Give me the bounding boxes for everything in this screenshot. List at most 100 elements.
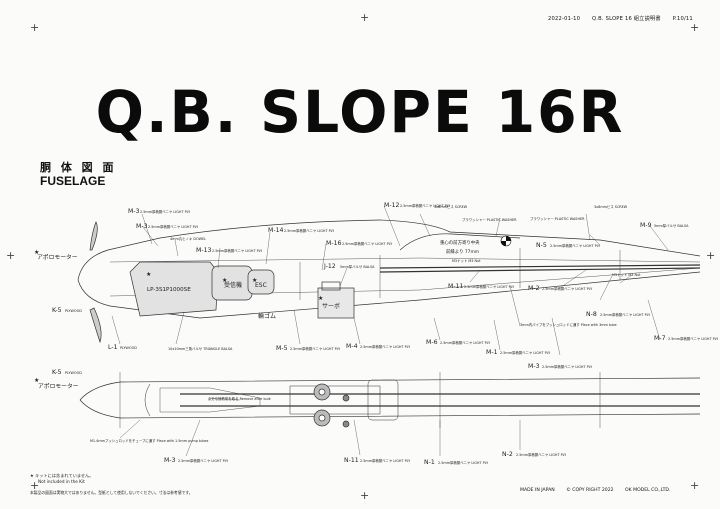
label-bottom-m3-sub: 2.5mm厚積層ベニヤ LIGHT PLY xyxy=(178,458,229,463)
star-icon: ★ xyxy=(252,277,257,284)
label-servo: サーボ xyxy=(322,302,340,310)
page-title: Q.B. SLOPE 16R xyxy=(95,78,625,146)
legend-en: Not included in the Kit xyxy=(38,479,85,484)
label-bottom-m3: M-3 xyxy=(164,457,176,464)
label-bottom-k5: K-5 xyxy=(52,369,62,376)
plan-bottom-edge xyxy=(79,399,701,419)
footer-maker: OK MODEL CO.,LTD. xyxy=(625,488,671,493)
label-m12-sub: 2.5mm厚積層ベニヤ LIGHT PLY xyxy=(400,203,451,208)
footer-copyright: © COPY RIGHT 2022 xyxy=(566,488,614,493)
section-title-jp: 胴 体 図 面 xyxy=(40,161,117,174)
label-bottom-k5-sub: PLYWOOD xyxy=(65,371,82,375)
label-bottom-n11-sub: 2.5mm厚積層ベニヤ LIGHT PLY xyxy=(360,458,411,463)
footer-made: MADE IN JAPAN xyxy=(520,488,555,493)
label-screw: 3x8mmビス SCREW xyxy=(434,204,468,209)
servo-box xyxy=(317,287,355,319)
label-m2: M-2 xyxy=(528,285,540,292)
label-m11-sub: 2.5mm厚積層ベニヤ LIGHT PLY xyxy=(464,284,515,289)
label-bottom-n1-sub: 2.5mm厚積層ベニヤ LIGHT PLY xyxy=(438,460,489,465)
label-m7: M-7 xyxy=(654,335,666,342)
label-esc: ESC xyxy=(255,282,267,289)
label-m12: M-12 xyxy=(384,202,400,209)
label-lipo: LP-3S1P1000SE xyxy=(147,287,191,293)
registration-mark-icon: + xyxy=(360,489,370,502)
cg-mark-icon xyxy=(500,235,512,247)
label-n8: N-8 xyxy=(586,311,597,318)
label-nut2: M3ナット M3 Nut xyxy=(612,272,641,277)
label-m3b-sub: 2.5mm厚積層ベニヤ LIGHT PLY xyxy=(148,224,199,229)
label-m14-sub: 2.5mm厚積層ベニヤ LIGHT PLY xyxy=(284,228,335,233)
label-m1: M-1 xyxy=(486,349,498,356)
label-triangle: 10x10mm三角バルサ TRIANGLE BALSA xyxy=(168,346,233,351)
star-icon: ★ xyxy=(34,377,39,384)
label-k5: K-5 xyxy=(52,307,62,314)
label-nut: M3ナット M3 Nut xyxy=(452,258,481,263)
star-icon: ★ xyxy=(34,249,39,256)
registration-mark-icon: + xyxy=(30,21,40,34)
footer: MADE IN JAPAN © COPY RIGHT 2022 OK MODEL… xyxy=(520,488,680,493)
legend: ★ キットには含まれていません。 Not included in the Kit xyxy=(30,473,93,484)
registration-mark-icon: + xyxy=(706,249,716,262)
registration-mark-icon: + xyxy=(690,479,700,492)
label-m3a: M-3 xyxy=(128,208,140,215)
label-n8-sub: 2.5mm厚積層ベニヤ LIGHT PLY xyxy=(600,312,651,317)
label-m16: M-16 xyxy=(326,240,342,247)
label-apollo-motor: アポロモーター xyxy=(37,253,78,261)
label-k5-sub: PLYWOOD xyxy=(65,309,82,313)
plan-top-edge xyxy=(79,377,701,401)
label-washer1: プラワッシャー PLASTIC WASHER xyxy=(462,217,517,222)
label-m6: M-6 xyxy=(426,339,438,346)
registration-mark-icon: + xyxy=(690,21,700,34)
label-m13-sub: 2.5mm厚積層ベニヤ LIGHT PLY xyxy=(212,248,263,253)
legend-jp: キットには含まれていません。 xyxy=(35,473,94,478)
label-screw2: 3x8mmビス SCREW xyxy=(594,204,628,209)
header-page: P.10/11 xyxy=(672,16,693,22)
star-icon: ★ xyxy=(146,271,151,278)
fuselage-top-outline xyxy=(77,219,701,281)
label-dowel: 4mm丸ヒノキ DOWEL xyxy=(170,236,206,241)
esc-box xyxy=(247,269,275,295)
label-m3b: M-3 xyxy=(136,223,148,230)
registration-mark-icon: + xyxy=(30,479,40,492)
label-m7-sub: 2.5mm厚積層ベニヤ LIGHT PLY xyxy=(668,336,719,341)
label-m3a-sub: 2.5mm厚積層ベニヤ LIGHT PLY xyxy=(140,209,191,214)
label-m3c-sub: 2.5mm厚積層ベニヤ LIGHT PLY xyxy=(542,364,593,369)
star-icon: ★ xyxy=(222,277,227,284)
label-m6-sub: 2.5mm厚積層ベニヤ LIGHT PLY xyxy=(440,340,491,345)
label-bottom-n1: N-1 xyxy=(424,459,435,466)
label-receiver: 受信機 xyxy=(224,281,242,289)
label-j12: J-12 xyxy=(323,263,336,270)
label-m5-sub: 2.5mm厚積層ベニヤ LIGHT PLY xyxy=(290,346,341,351)
label-m4: M-4 xyxy=(346,343,358,350)
label-j12-sub: 5mm厚バルサ BALSA xyxy=(340,264,375,269)
label-bottom-n2-sub: 2.5mm厚積層ベニヤ LIGHT PLY xyxy=(516,452,567,457)
registration-mark-icon: + xyxy=(360,11,370,24)
section-title-en: FUSELAGE xyxy=(40,174,106,188)
registration-mark-icon: + xyxy=(6,249,16,262)
label-bottom-n2: N-2 xyxy=(502,451,513,458)
footnote: 本製品の図面は実物大ではありません。型紙として使用しないでください。寸法は参考値… xyxy=(30,490,193,495)
header-date: 2022-01-10 xyxy=(548,16,581,22)
label-washer2: プラワッシャー PLASTIC WASHER xyxy=(530,216,585,221)
label-l1: L-1 xyxy=(108,344,118,351)
label-rubber-band: 輪ゴム xyxy=(258,312,276,320)
fuselage-bottom-outline xyxy=(77,271,701,319)
label-bottom-n11: N-11 xyxy=(344,457,359,464)
label-m4-sub: 2.5mm厚積層ベニヤ LIGHT PLY xyxy=(360,344,411,349)
header-meta: 2022-01-10 Q.B. SLOPE 16 組立説明書 P.10/11 xyxy=(548,15,703,22)
label-n5-sub: 2.5mm厚積層ベニヤ LIGHT PLY xyxy=(550,243,601,248)
label-tube: 3mm内パイプをプッシュロッドに通す Place with 3mm tube xyxy=(520,322,617,327)
label-m16-sub: 2.5mm厚積層ベニヤ LIGHT PLY xyxy=(342,241,393,246)
label-cg1: 重心の前方寄り中央 xyxy=(440,239,480,246)
label-m2-sub: 2.5mm厚積層ベニヤ LIGHT PLY xyxy=(542,286,593,291)
label-m5: M-5 xyxy=(276,345,288,352)
label-m13: M-13 xyxy=(196,247,212,254)
label-m3c: M-3 xyxy=(528,363,540,370)
label-cg2: 前縁より 77mm xyxy=(446,248,479,255)
label-m1-sub: 2.5mm厚積層ベニヤ LIGHT PLY xyxy=(500,350,551,355)
label-m14: M-14 xyxy=(268,227,284,234)
label-remove: 余分な接着剤を取る Remove after bulk xyxy=(208,396,271,401)
label-bottom-apollo-motor: アポロモーター xyxy=(38,382,79,390)
